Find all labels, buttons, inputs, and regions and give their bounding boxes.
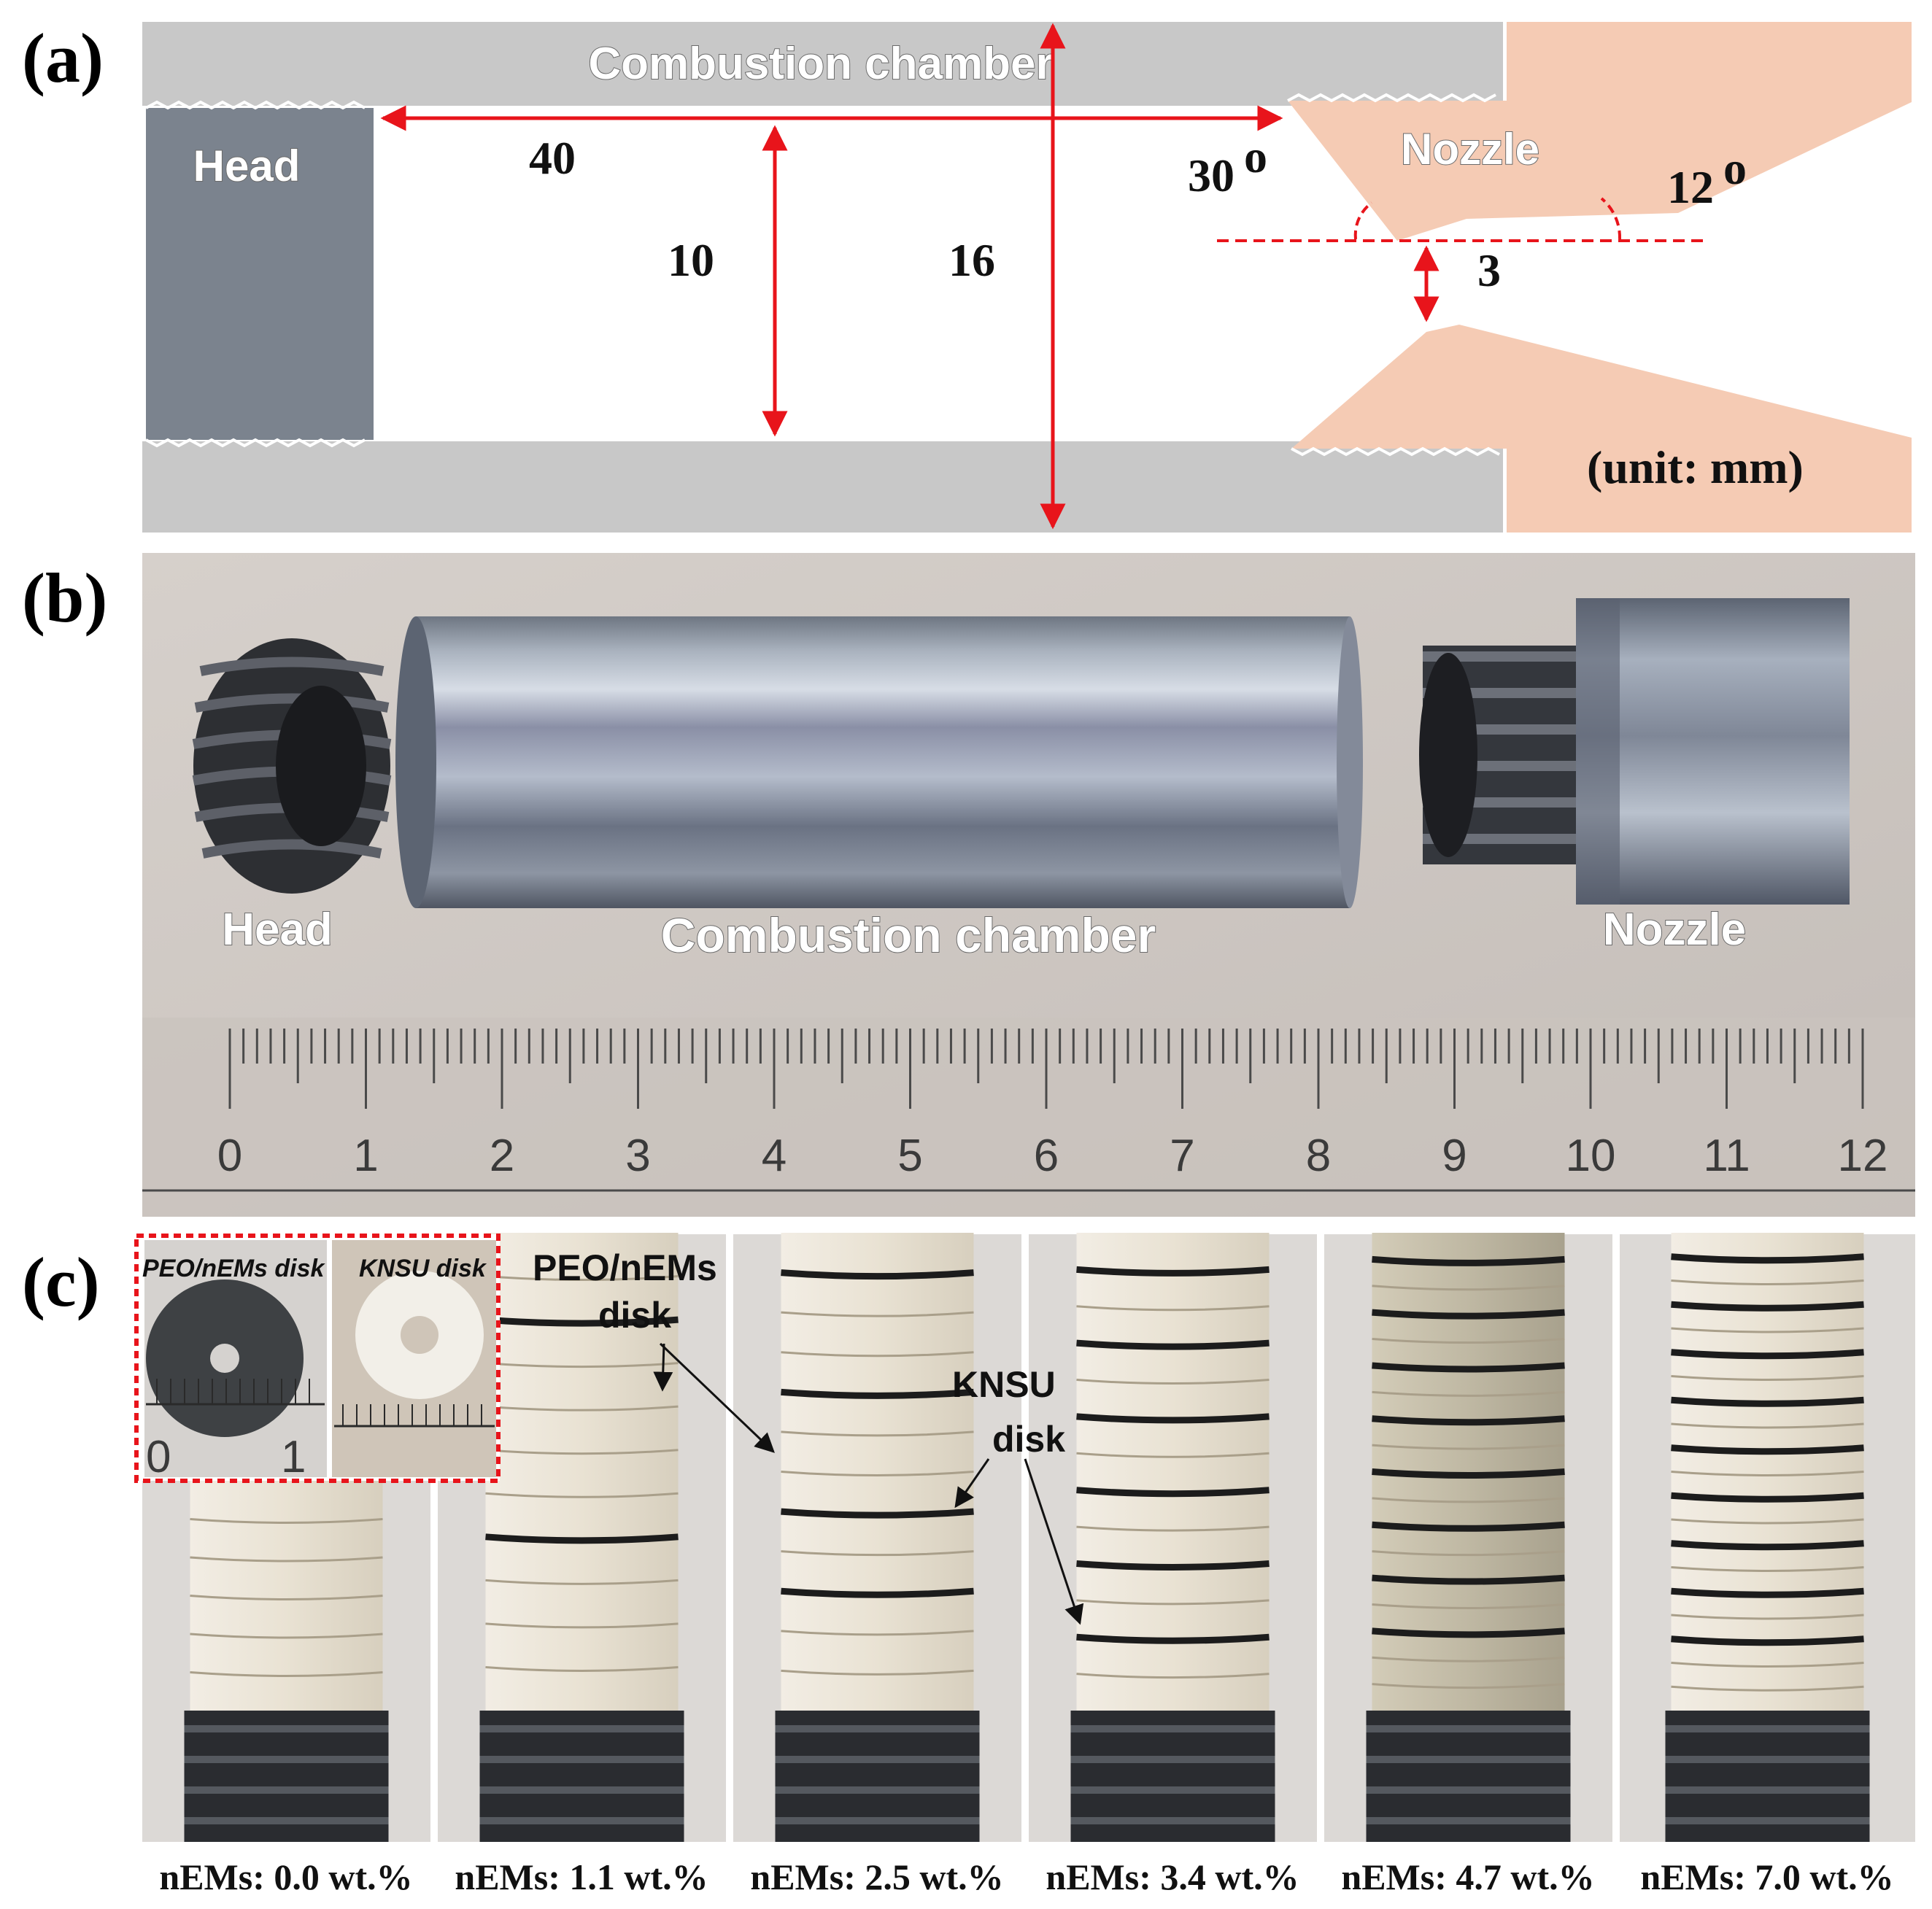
nozzle-part-photo [1419,598,1850,905]
callout-peo-line1: PEO/nEMs [533,1247,717,1288]
chamber-top-wall [142,22,1503,106]
caption-nems: nEMs: 1.1 wt.% [455,1856,708,1897]
label-nozzle-b: Nozzle [1603,905,1746,955]
grain-column [733,1233,1021,1842]
dim-angle-30-label: 30 [1188,150,1234,201]
panel-c: (c) PEO/nEMs disk KNSU disk 0 1 PEO/nEMs… [22,1233,1915,1897]
panel-b-letter: (b) [22,559,107,637]
grain-column [1324,1233,1612,1842]
grain-column [438,1233,726,1842]
degree-mark-12: o [1723,142,1747,194]
ruler-number: 0 [217,1131,242,1181]
chamber-bottom-wall [142,441,1503,533]
dim-throat-label: 3 [1477,244,1501,296]
caption-nems: nEMs: 4.7 wt.% [1341,1856,1594,1897]
unit-label: (unit: mm) [1587,441,1804,493]
nozzle-top [1288,22,1912,241]
caption-nems: nEMs: 3.4 wt.% [1046,1856,1299,1897]
ruler-number: 9 [1442,1131,1467,1181]
callout-peo-arrow-1 [653,1343,673,1392]
ruler-number: 6 [1034,1131,1059,1181]
callout-knsu-line1: KNSU [952,1364,1056,1405]
head-block [146,108,374,440]
inset-border [134,1234,501,1483]
inset-peo-label: PEO/nEMs disk [142,1255,325,1282]
head-part-photo [192,638,392,894]
inset: PEO/nEMs disk KNSU disk 0 1 [134,1234,501,1483]
panel-c-letter: (c) [22,1243,100,1321]
dim-length-label: 40 [529,132,576,184]
dim-radius-label: 10 [668,234,714,286]
label-combustion-chamber-b: Combustion chamber [661,908,1156,962]
label-nozzle-a: Nozzle [1401,125,1539,174]
label-head-a: Head [193,142,301,190]
panel-b: (b) [22,553,1915,1217]
ruler-ticks [228,1029,1864,1109]
nozzle-bottom [1291,325,1912,533]
ruler-number: 5 [897,1131,922,1181]
grain-column [1620,1233,1915,1842]
dim-angle-12-label: 12 [1667,161,1714,213]
label-head-b: Head [222,905,333,955]
caption-nems: nEMs: 0.0 wt.% [159,1856,412,1897]
label-combustion-chamber-a: Combustion chamber [588,39,1053,89]
ruler-number: 10 [1566,1131,1616,1181]
caption-nems: nEMs: 7.0 wt.% [1640,1856,1893,1897]
ruler-number: 2 [490,1131,514,1181]
callout-knsu-arrow-2 [1024,1458,1084,1625]
callout-peo-line2: disk [598,1295,671,1336]
ruler-number: 7 [1170,1131,1194,1181]
grain-column [1029,1233,1317,1842]
ruler-number: 8 [1306,1131,1331,1181]
captions: nEMs: 0.0 wt.% nEMs: 1.1 wt.% nEMs: 2.5 wt… [159,1856,1893,1897]
ruler-number: 4 [762,1131,787,1181]
ruler-number: 1 [353,1131,378,1181]
inset-scale-0: 0 [146,1432,171,1482]
callout-knsu-arrow-1 [954,1458,990,1509]
inset-scale-1: 1 [281,1432,306,1482]
ruler-number: 12 [1838,1131,1888,1181]
callout-peo-arrow-2 [659,1342,775,1453]
ruler-number: 3 [625,1131,650,1181]
callout-knsu-line2: disk [992,1419,1065,1460]
inset-knsu-label: KNSU disk [359,1255,487,1282]
angle-arc-12 [1600,197,1622,240]
panel-a-letter: (a) [22,19,104,97]
degree-mark-30: o [1244,131,1267,182]
angle-arc-30 [1353,201,1373,240]
combustion-chamber-photo [395,616,1363,908]
ruler-number: 11 [1703,1131,1750,1181]
panel-a: (a) Combustion chamber Head Nozzle 40 10… [22,19,1912,533]
caption-nems: nEMs: 2.5 wt.% [750,1856,1003,1897]
dim-diameter-label: 16 [948,234,995,286]
